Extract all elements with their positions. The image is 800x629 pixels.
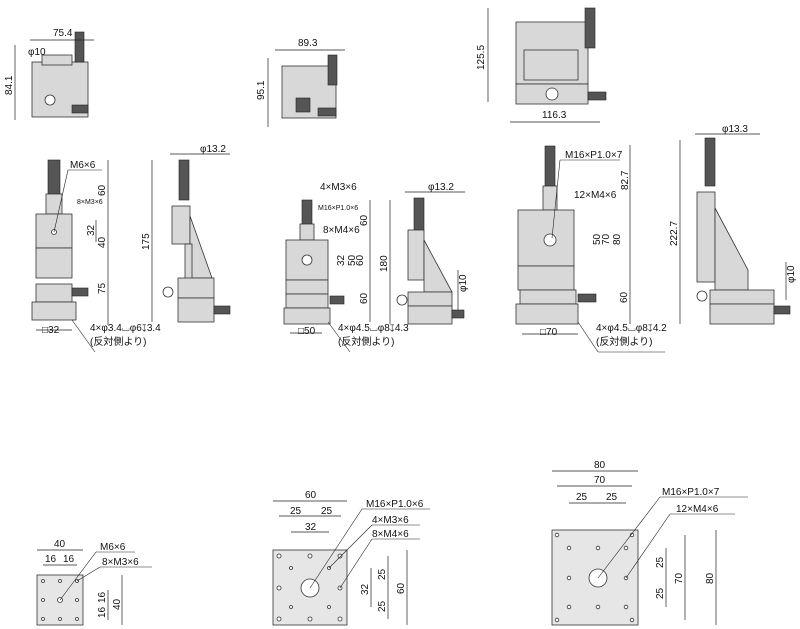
front-view-medium: 4×M3×6 M16×P1.0×6 8×M4×6 60 32 50 60 60 … [283, 182, 409, 353]
front-small-lower: 75 [97, 282, 108, 294]
front-small-mount-note: (反対側より) [90, 335, 146, 348]
front-small-pitch-inner: 32 [86, 224, 97, 236]
side-view-medium: φ13.2 180 φ10 [379, 182, 469, 325]
plate-medium-pitch-x2: 25 [321, 506, 333, 517]
top-view-medium: 89.3 95.1 [256, 38, 345, 127]
plate-large-pitch-x2: 25 [606, 492, 618, 503]
front-medium-mount: 4×φ4.5⌴φ8↧4.3 [338, 323, 409, 334]
top-medium-width: 89.3 [298, 38, 318, 49]
front-medium-pitch-b: 50 [347, 254, 358, 266]
top-small-height: 84.1 [4, 75, 15, 95]
front-small-taps: 8×M3×6 [77, 199, 103, 206]
plate-small-pitch-x1: 16 [45, 554, 57, 565]
plate-medium-pitch-y1: 25 [377, 568, 388, 580]
plate-large-height: 80 [705, 572, 716, 584]
plate-small-width: 40 [54, 539, 66, 550]
plate-medium-pitch-y2: 25 [377, 600, 388, 612]
front-medium-upper: 60 [359, 214, 370, 226]
front-large-upper: 82.7 [620, 170, 631, 190]
front-medium-taps-small: 4×M3×6 [320, 182, 357, 193]
plate-large-taps: 12×M4×6 [676, 504, 719, 515]
plate-large: 80 70 25 25 M16×P1.0×7 12×M4×6 25 25 70 … [551, 460, 748, 626]
front-small-tap-center: M6×6 [70, 160, 96, 171]
front-large-mount: 4×φ4.5⌴φ8↧4.2 [596, 323, 667, 334]
front-large-pitch-b: 70 [601, 233, 612, 245]
plate-large-pitch-y2: 25 [655, 587, 666, 599]
plate-medium-taps-small: 4×M3×6 [372, 515, 409, 526]
top-large-height: 125.5 [476, 45, 487, 70]
plate-small-pitch-x2: 16 [63, 554, 75, 565]
plate-medium-width: 60 [305, 490, 317, 501]
top-view-small: 75.4 φ10 84.1 [4, 28, 94, 120]
front-medium-taps: 8×M4×6 [323, 225, 360, 236]
top-small-width: 75.4 [53, 28, 73, 39]
plate-small-tap-center: M6×6 [100, 542, 126, 553]
plate-small-taps: 8×M3×6 [102, 557, 139, 568]
plate-large-width-inner: 70 [594, 475, 606, 486]
plate-small-pitch-y1: 16 [97, 591, 108, 603]
plate-large-height-inner: 70 [674, 572, 685, 584]
side-small-height: 175 [141, 233, 152, 250]
plate-medium: 60 25 25 32 M16×P1.0×6 4×M3×6 8×M4×6 25 … [272, 490, 430, 626]
side-small-micrometer: φ13.2 [200, 144, 226, 155]
side-large-micrometer: φ13.3 [722, 124, 748, 135]
top-large-width: 116.3 [542, 110, 567, 121]
front-medium-pitch-c: 60 [355, 254, 366, 266]
front-view-small: M6×6 8×M3×6 60 32 40 75 □32 4×φ3.4⌴φ6↧3.… [31, 159, 161, 353]
plate-medium-pitch-y-inner: 32 [360, 583, 371, 595]
front-small-pitch-outer: 40 [97, 236, 108, 248]
front-large-taps: 12×M4×6 [574, 190, 617, 201]
plate-small: 40 16 16 M6×6 8×M3×6 16 16 40 [36, 539, 152, 626]
front-medium-pitch-a: 32 [336, 254, 347, 266]
side-large-knob: φ10 [786, 265, 797, 283]
top-view-large: 116.3 125.5 [476, 7, 607, 123]
plate-medium-pitch-inner: 32 [305, 522, 317, 533]
side-medium-knob: φ10 [458, 274, 469, 292]
front-small-base: □32 [42, 325, 60, 336]
front-medium-base: □50 [298, 326, 316, 337]
front-view-large: M16×P1.0×7 82.7 12×M4×6 50 70 80 60 □70 … [515, 145, 667, 353]
front-large-pitch-c: 80 [612, 233, 623, 245]
plate-large-tap-center: M16×P1.0×7 [662, 487, 720, 498]
front-medium-lower: 60 [359, 292, 370, 304]
side-large-height: 222.7 [669, 221, 680, 246]
front-small-upper: 60 [97, 184, 108, 196]
side-medium-micrometer: φ13.2 [428, 182, 454, 193]
plate-medium-taps: 8×M4×6 [372, 529, 409, 540]
front-large-tap-center: M16×P1.0×7 [565, 150, 623, 161]
top-small-knob: φ10 [28, 47, 46, 58]
top-medium-height: 95.1 [256, 80, 267, 100]
front-medium-mount-note: (反対側より) [338, 335, 394, 348]
plate-large-width: 80 [594, 460, 606, 471]
side-view-large: φ13.3 222.7 φ10 [669, 124, 797, 325]
plate-large-pitch-x1: 25 [576, 492, 588, 503]
front-small-mount: 4×φ3.4⌴φ6↧3.4 [90, 323, 161, 334]
plate-small-height: 40 [112, 598, 123, 610]
front-large-lower: 60 [619, 291, 630, 303]
side-view-small: φ13.2 175 [141, 144, 231, 323]
side-medium-height: 180 [379, 255, 390, 272]
plate-large-pitch-y1: 25 [655, 556, 666, 568]
front-large-base: □70 [540, 327, 558, 338]
plate-small-pitch-y2: 16 [97, 606, 108, 618]
front-medium-tap-center: M16×P1.0×6 [318, 205, 358, 212]
plate-medium-pitch-x1: 25 [290, 506, 302, 517]
front-large-pitch-a: 50 [592, 233, 603, 245]
plate-medium-height: 60 [396, 582, 407, 594]
front-large-mount-note: (反対側より) [596, 335, 652, 348]
plate-medium-tap-center: M16×P1.0×6 [366, 499, 424, 510]
